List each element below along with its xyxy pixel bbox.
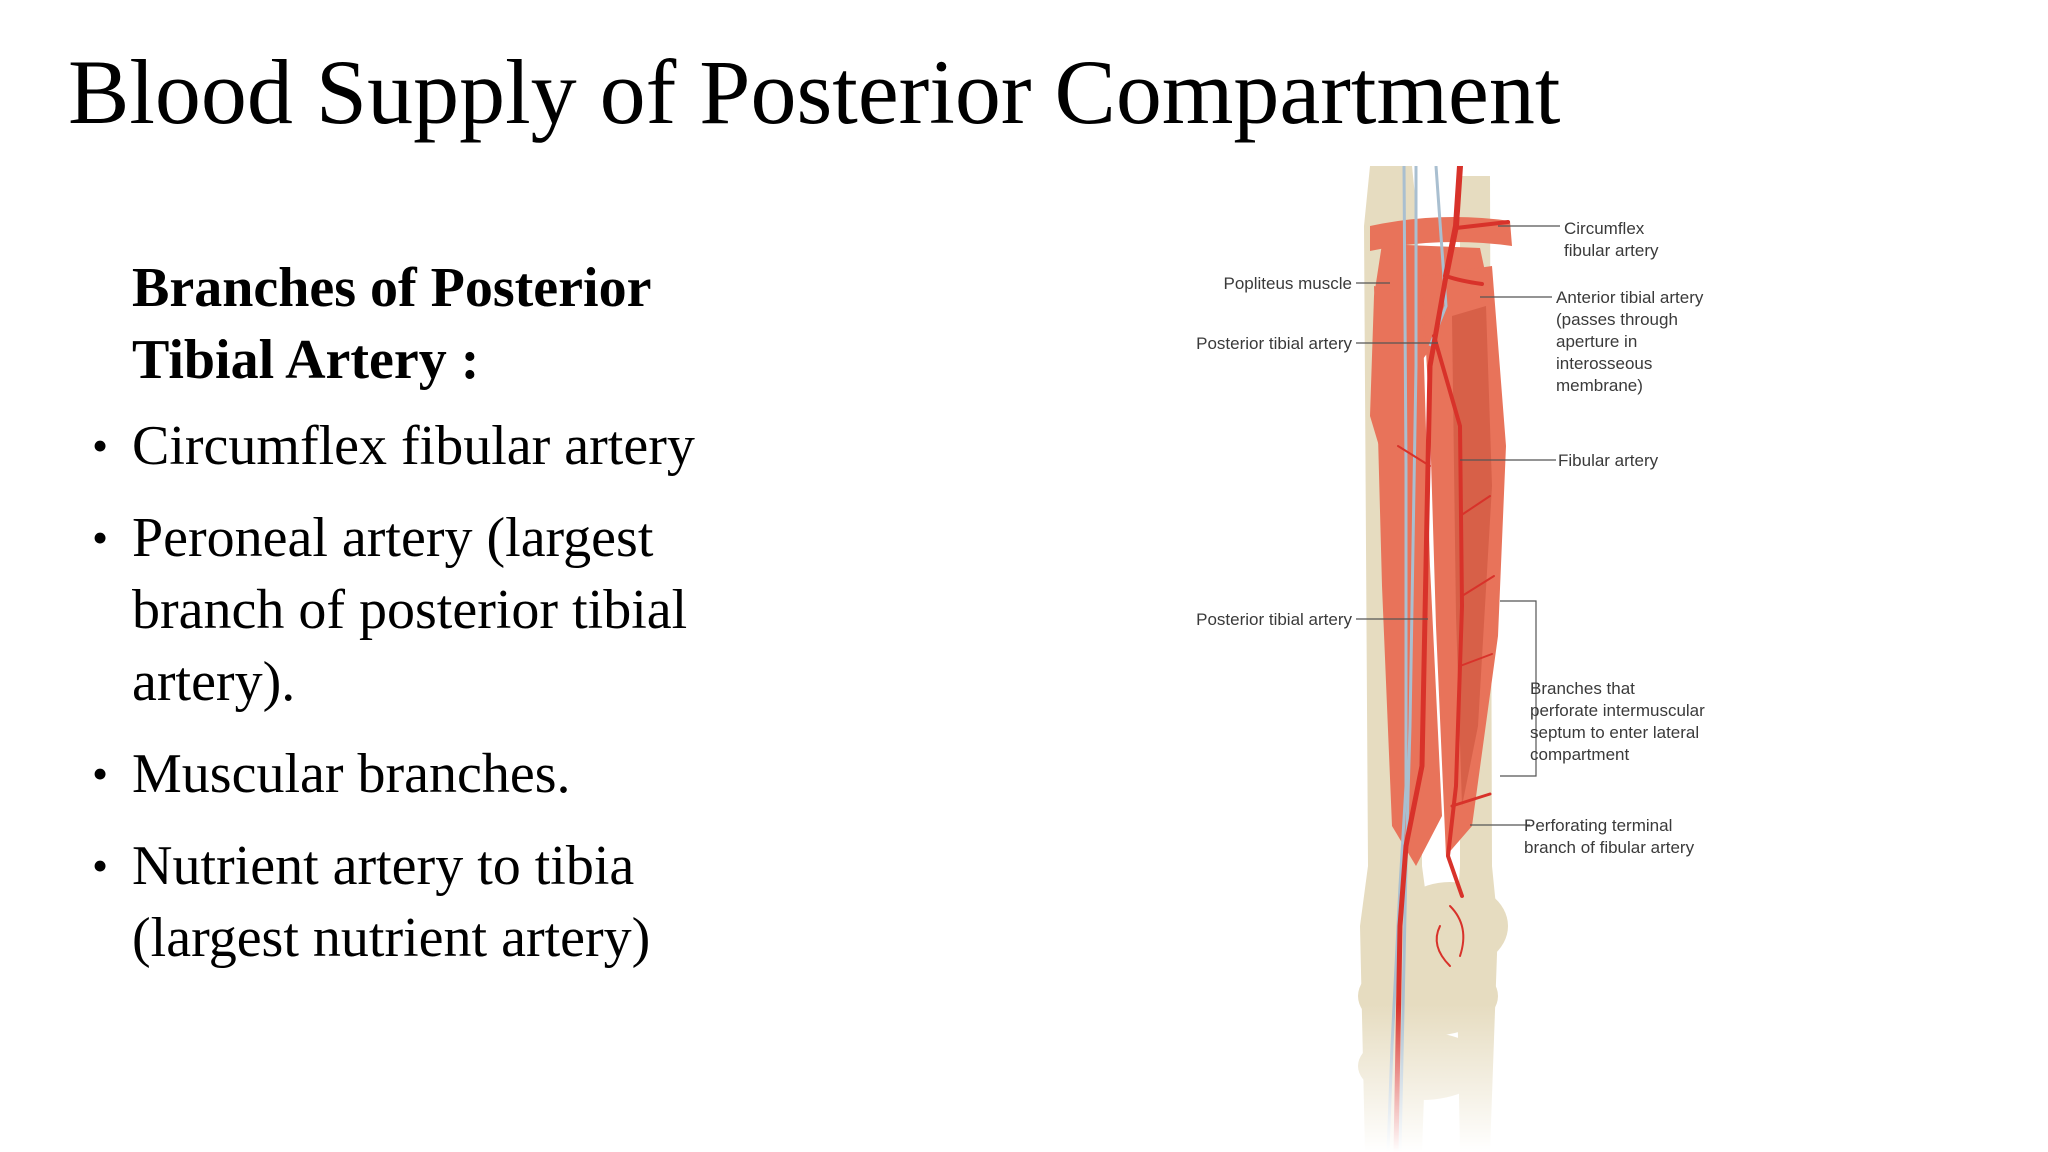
slide-content: Branches of Posterior Tibial Artery : • C… (92, 252, 812, 994)
subheading: Branches of Posterior Tibial Artery : (132, 252, 812, 396)
label-branches-2: perforate intermuscular (1530, 701, 1705, 720)
label-perforating-1: Perforating terminal (1524, 816, 1672, 835)
label-branches-4: compartment (1530, 745, 1629, 764)
slide-title: Blood Supply of Posterior Compartment (68, 41, 1561, 143)
bullet-item: • Circumflex fibular artery (92, 410, 812, 482)
bullet-item: • Peroneal artery (largest branch of post… (92, 502, 812, 718)
bottom-fade (1160, 166, 1760, 1152)
subheading-line-2: Tibial Artery : (132, 329, 480, 391)
leader-branches (1500, 600, 1537, 777)
bullet-text: Circumflex fibular artery (132, 415, 695, 477)
bullet-text: Muscular branches. (132, 743, 571, 805)
label-anterior-tibial-3: aperture in (1556, 332, 1637, 351)
label-anterior-tibial-2: (passes through (1556, 310, 1678, 329)
leg-anatomy-figure: Circumflex fibular artery Popliteus musc… (1160, 166, 1760, 1152)
bullet-item: • Nutrient artery to tibia (largest nutri… (92, 830, 812, 974)
anatomy-illustration: Circumflex fibular artery Popliteus musc… (1160, 166, 1760, 1152)
label-anterior-tibial-5: membrane) (1556, 376, 1643, 395)
label-perforating-2: branch of fibular artery (1524, 838, 1695, 857)
label-posterior-tibial-lower: Posterior tibial artery (1196, 610, 1352, 629)
label-posterior-tibial-upper: Posterior tibial artery (1196, 334, 1352, 353)
label-branches-3: septum to enter lateral (1530, 723, 1699, 742)
bullet-list: • Circumflex fibular artery • Peroneal art… (92, 410, 812, 974)
label-fibular-artery: Fibular artery (1558, 451, 1659, 470)
bullet-icon: • (92, 840, 109, 891)
bullet-text: Peroneal artery (largest branch of poste… (132, 507, 688, 713)
figure-labels: Circumflex fibular artery Popliteus musc… (1196, 219, 1705, 857)
subheading-line-1: Branches of Posterior (132, 257, 652, 319)
label-popliteus: Popliteus muscle (1223, 274, 1352, 293)
label-circumflex-2: fibular artery (1564, 241, 1659, 260)
bullet-text: Nutrient artery to tibia (largest nutrie… (132, 835, 651, 969)
bullet-item: • Muscular branches. (92, 738, 812, 810)
bullet-icon: • (92, 420, 109, 471)
label-circumflex-1: Circumflex (1564, 219, 1645, 238)
bullet-icon: • (92, 748, 109, 799)
label-anterior-tibial-1: Anterior tibial artery (1556, 288, 1704, 307)
leader-lines (1356, 225, 1560, 826)
label-branches-1: Branches that (1530, 679, 1635, 698)
bullet-icon: • (92, 512, 109, 563)
label-anterior-tibial-4: interosseous (1556, 354, 1652, 373)
